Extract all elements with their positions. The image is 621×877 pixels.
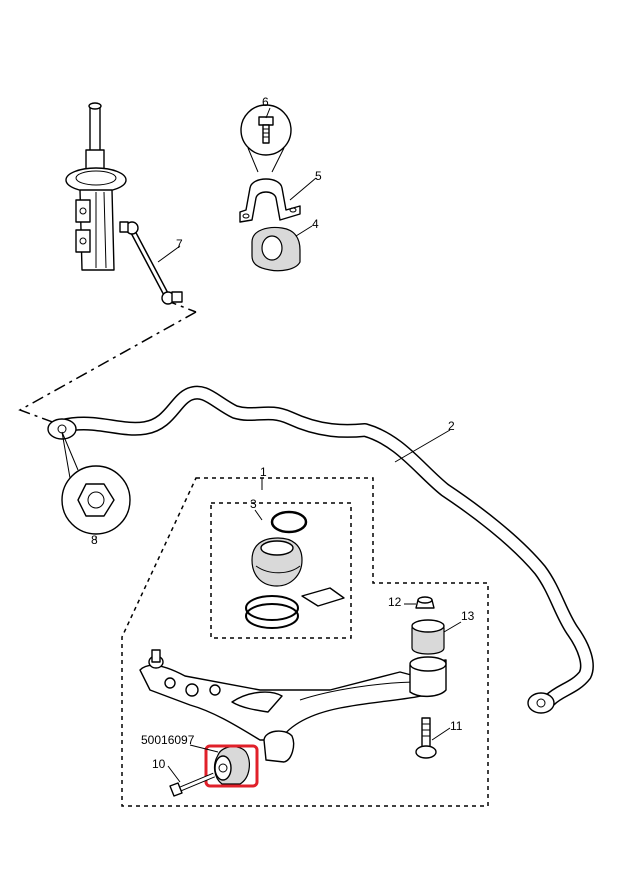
callout-6: 6 (262, 95, 269, 109)
snap-ring (270, 510, 308, 534)
seal-plate (301, 587, 345, 607)
stabilizer-bar (47, 385, 594, 714)
rear-bushing-nut (415, 596, 435, 609)
stabilizer-link (119, 221, 183, 305)
callout-8: 8 (91, 533, 98, 547)
callout-3: 3 (250, 497, 257, 511)
front-bushing-part (213, 746, 250, 785)
ball-joint-boot (251, 537, 303, 587)
control-arm-assembly-boundary (121, 477, 489, 807)
callout-12: 12 (388, 595, 402, 609)
bolt-detail-bubble (240, 104, 292, 173)
highlight-box (204, 744, 259, 788)
callout-4: 4 (312, 217, 319, 231)
rear-bushing (411, 619, 445, 655)
callout-5: 5 (315, 169, 322, 183)
callout-7: 7 (176, 237, 183, 251)
leader-lines (95, 107, 462, 783)
callout-10: 10 (152, 757, 166, 771)
ball-joint-kit-boundary (210, 502, 352, 639)
front-bushing-bolt (169, 772, 215, 797)
lower-control-arm (139, 649, 447, 763)
callout-11: 11 (450, 719, 463, 733)
retaining-spring (245, 595, 299, 629)
strut-shock-absorber (65, 102, 127, 271)
callout-13: 13 (461, 609, 475, 623)
callout-1: 1 (260, 465, 267, 479)
reference-line-link-to-bar (18, 311, 197, 425)
nut-detail-bubble (61, 431, 131, 535)
bushing-clamp (239, 178, 301, 223)
stabilizer-bushing (251, 226, 301, 272)
part-number-label: 50016097 (141, 733, 195, 747)
rear-bushing-bolt (415, 717, 437, 759)
callout-2: 2 (448, 419, 455, 433)
